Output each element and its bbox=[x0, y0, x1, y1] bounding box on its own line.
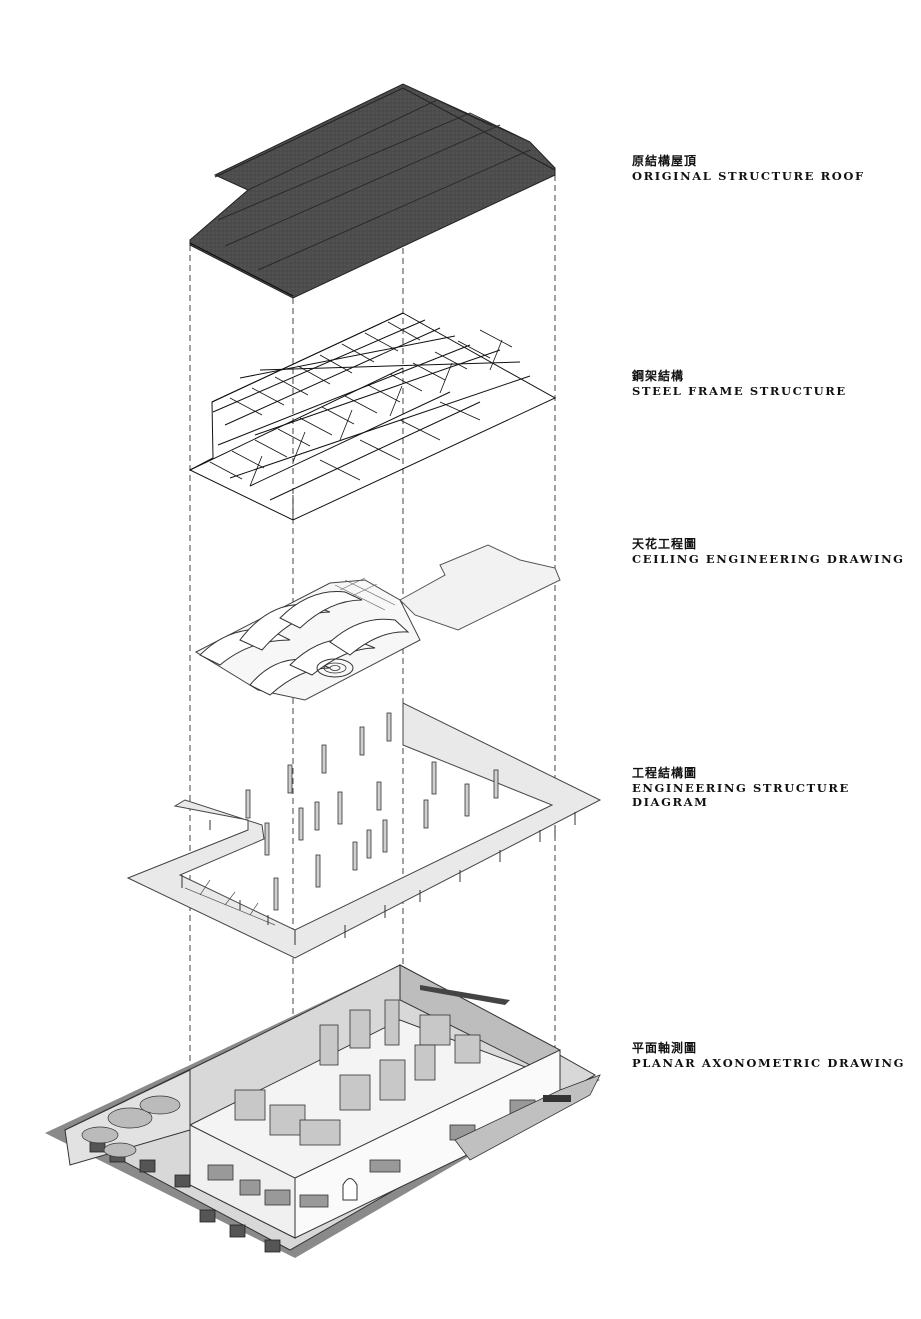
label-planar-axonometric-drawing: 平面軸測圖 PLANAR AXONOMETRIC DRAWING bbox=[632, 1041, 905, 1070]
label-zh: 工程結構圖 bbox=[632, 766, 698, 780]
label-engineering-structure-diagram: 工程結構圖 ENGINEERING STRUCTURE DIAGRAM bbox=[632, 766, 921, 810]
label-en: ENGINEERING STRUCTURE DIAGRAM bbox=[632, 781, 850, 810]
label-zh: 鋼架結構 bbox=[632, 369, 685, 383]
label-en: PLANAR AXONOMETRIC DRAWING bbox=[632, 1056, 906, 1070]
steel-frame-layer bbox=[188, 312, 557, 521]
planar-axonometric-layer bbox=[45, 964, 601, 1258]
label-zh: 原結構屋頂 bbox=[632, 154, 698, 168]
label-en: STEEL FRAME STRUCTURE bbox=[632, 384, 847, 398]
label-original-structure-roof: 原結構屋頂 ORIGINAL STRUCTURE ROOF bbox=[632, 154, 865, 183]
label-zh: 天花工程圖 bbox=[632, 537, 698, 551]
label-ceiling-engineering-drawing: 天花工程圖 CEILING ENGINEERING DRAWING bbox=[632, 537, 905, 566]
label-en: CEILING ENGINEERING DRAWING bbox=[632, 552, 905, 566]
alignment-guides bbox=[189, 88, 556, 1245]
roof-layer bbox=[189, 83, 556, 299]
engineering-structure-layer bbox=[126, 702, 602, 959]
label-en: ORIGINAL STRUCTURE ROOF bbox=[632, 169, 865, 183]
label-steel-frame-structure: 鋼架結構 STEEL FRAME STRUCTURE bbox=[632, 369, 847, 398]
label-zh: 平面軸測圖 bbox=[632, 1041, 698, 1055]
ceiling-layer bbox=[194, 544, 561, 701]
